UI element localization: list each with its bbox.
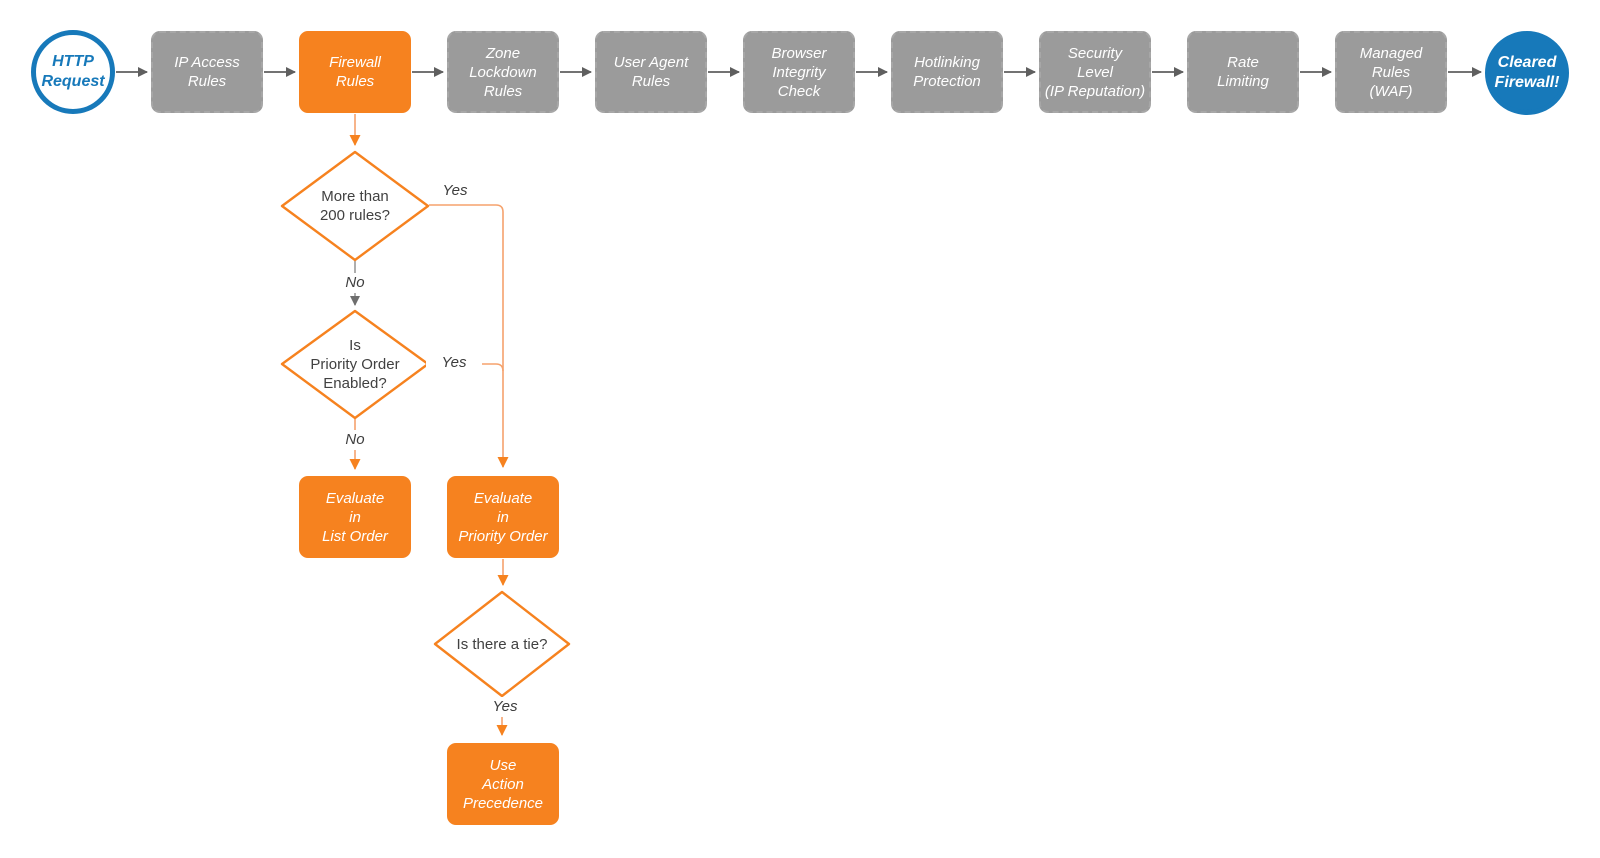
node-label-line: Request — [41, 73, 105, 90]
node-label-line: Lockdown — [469, 63, 537, 81]
node-label-line: Integrity — [772, 63, 826, 81]
decision-label-line: 200 rules? — [319, 207, 391, 224]
node-label-line: HTTP — [52, 53, 94, 70]
node-managed-rules-waf: Managed Rules (WAF) — [1335, 31, 1447, 113]
node-security-level: Security Level (IP Reputation) — [1039, 31, 1151, 113]
node-label-line: List Order — [322, 527, 388, 545]
node-label-line: Rules — [335, 73, 375, 90]
node-label-line: Action — [482, 775, 524, 793]
node-label-line: Rate — [1227, 54, 1259, 71]
node-label-line: Firewall — [329, 54, 381, 71]
node-user-agent-rules: User Agent Rules — [595, 31, 707, 113]
node-browser-integrity-check: Browser Integrity Check — [743, 31, 855, 113]
decision-label-line: Is there a tie? — [456, 635, 548, 653]
node-ip-access-rules: IP Access Rules — [151, 31, 263, 113]
edge-label-decision3-yes: Yes — [477, 697, 533, 717]
edge-label-decision2-yes: Yes — [426, 353, 482, 373]
decision-label-line: Is — [349, 336, 361, 354]
node-label-line: Precedence — [462, 794, 544, 812]
node-evaluate-in-list-order: Evaluate in List Order — [299, 476, 411, 558]
node-label-line: Zone — [485, 44, 521, 62]
edge-label-decision1-no: No — [327, 273, 383, 293]
node-http-request: HTTP Request — [31, 30, 115, 114]
node-label-line: Rules — [1371, 63, 1411, 81]
node-label-line: (IP Reputation) — [1044, 82, 1146, 100]
node-label-line: Rules — [483, 82, 523, 100]
decision-more-than-200-rules-shape — [280, 150, 430, 262]
node-label-line: Level — [1077, 63, 1113, 81]
node-label-line: Security — [1067, 44, 1123, 62]
decision-is-there-a-tie-label: Is there a tie? — [432, 634, 572, 654]
decision-label-line: Enabled? — [323, 374, 387, 392]
decision-label-line: Priority Order — [310, 355, 400, 373]
decision-label-line: More than — [321, 188, 389, 205]
node-label-line: Evaluate — [325, 489, 385, 507]
node-label-line: Protection — [913, 73, 981, 90]
node-label-line: IP Access — [174, 54, 240, 71]
edge-label-decision1-yes: Yes — [427, 181, 483, 201]
arrow-decision2-yes-join — [429, 363, 504, 372]
node-firewall-rules: Firewall Rules — [299, 31, 411, 113]
node-label-line: (WAF) — [1369, 82, 1413, 100]
decision-more-than-200-rules-label: More than 200 rules? — [285, 186, 425, 226]
node-rate-limiting: Rate Limiting — [1187, 31, 1299, 113]
decision-priority-order-enabled-shape — [280, 309, 430, 420]
node-use-action-precedence: Use Action Precedence — [447, 743, 559, 825]
node-label-line: User Agent — [613, 54, 689, 71]
node-label-line: Rules — [631, 73, 671, 90]
node-label-line: Managed — [1359, 44, 1423, 62]
node-evaluate-in-priority-order: Evaluate in Priority Order — [447, 476, 559, 558]
node-label-line: Hotlinking — [914, 54, 980, 71]
node-label-line: in — [497, 508, 509, 526]
node-label-line: Browser — [771, 44, 827, 62]
node-label-line: Evaluate — [473, 489, 533, 507]
node-zone-lockdown-rules: Zone Lockdown Rules — [447, 31, 559, 113]
node-cleared-firewall: Cleared Firewall! — [1485, 31, 1569, 115]
decision-priority-order-enabled-label: Is Priority Order Enabled? — [275, 335, 435, 393]
decision-is-there-a-tie-shape — [433, 590, 571, 698]
node-label-line: Firewall! — [1494, 74, 1560, 91]
node-label-line: Limiting — [1217, 73, 1269, 90]
node-label-line: Priority Order — [458, 527, 548, 545]
node-hotlinking-protection: Hotlinking Protection — [891, 31, 1003, 113]
edge-label-decision2-no: No — [327, 430, 383, 450]
arrow-decision1-yes-to-priority-order — [429, 204, 509, 468]
node-label-line: Check — [777, 82, 821, 100]
node-label-line: Use — [489, 756, 517, 774]
node-label-line: Rules — [187, 73, 227, 90]
node-label-line: in — [349, 508, 361, 526]
node-label-line: Cleared — [1497, 54, 1557, 71]
